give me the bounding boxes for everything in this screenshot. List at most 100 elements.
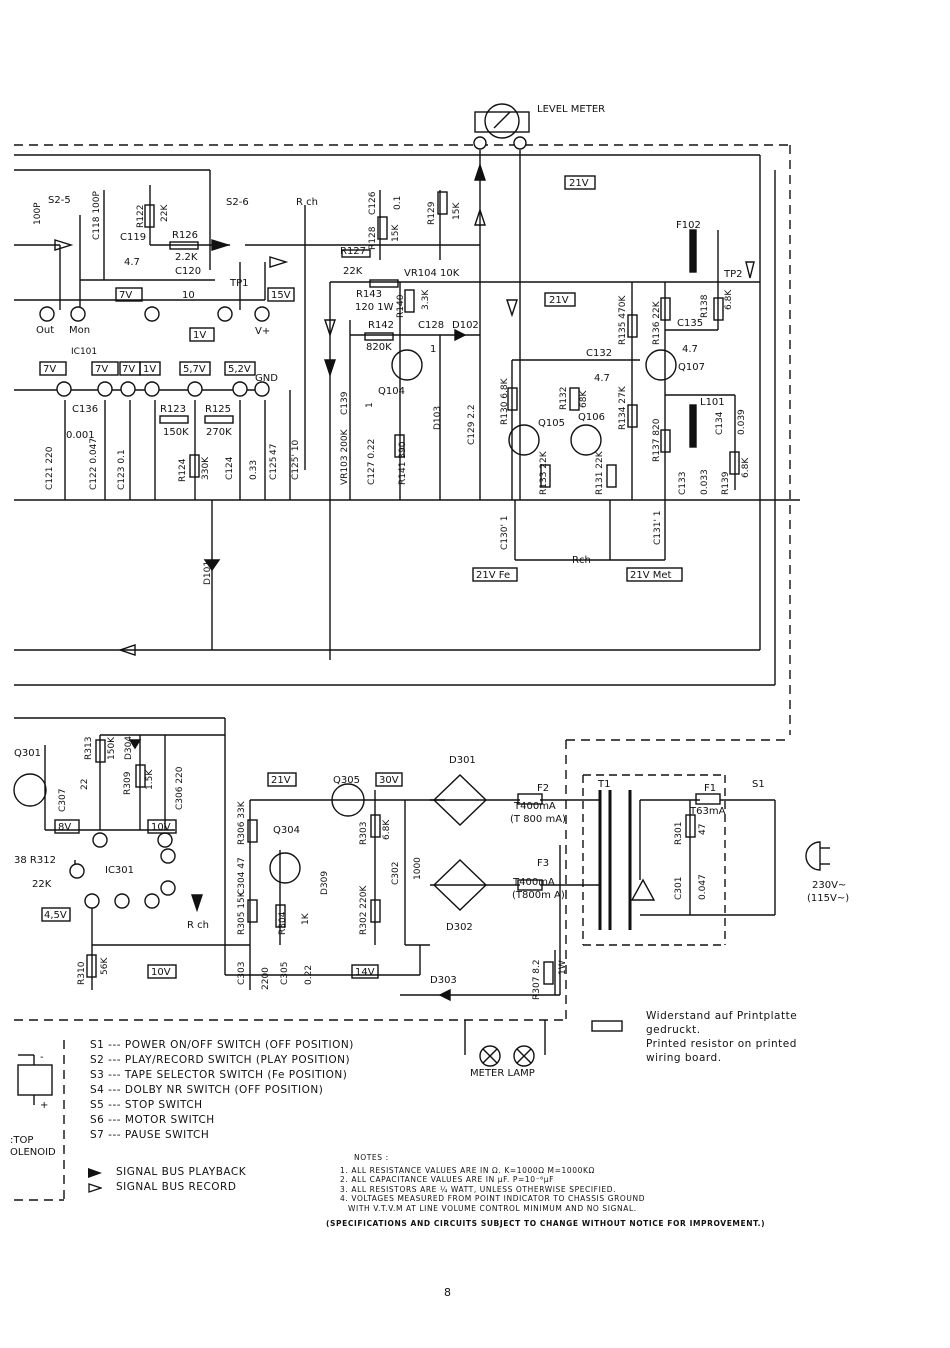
- printed-resistor-de: Widerstand auf Printplatte gedruckt.: [646, 1010, 798, 1036]
- label-meter-lamp: METER LAMP: [470, 1068, 535, 1079]
- label-q107: Q107: [678, 362, 705, 373]
- label-r137: R137 820: [652, 418, 662, 462]
- printed-resistor-legend: Widerstand auf Printplatte gedruckt. Pri…: [646, 1009, 806, 1065]
- value-r304: 1K: [301, 912, 311, 925]
- label-r130: R130 6.8K: [500, 377, 510, 425]
- label-c303: C303: [237, 962, 247, 985]
- label-r313: R313: [84, 737, 94, 760]
- label-d102: D102: [452, 320, 479, 331]
- label-d103: D103: [433, 406, 443, 430]
- label-stop: :TOP: [10, 1135, 33, 1146]
- level-meter-label: LEVEL METER: [537, 104, 605, 115]
- label-c304: C304 47: [237, 857, 247, 895]
- switch-legend-item: S7 --- PAUSE SWITCH: [90, 1129, 210, 1141]
- label-c121: C121 220: [45, 446, 55, 490]
- label-r124: R124: [178, 458, 188, 482]
- label-r142: R142: [368, 320, 394, 331]
- label-c307: C307: [58, 789, 68, 812]
- alt-f2: (T 800 mA): [510, 814, 566, 825]
- label-r135: R135 470K: [618, 295, 628, 345]
- label-r143: R143: [356, 289, 382, 300]
- bus-record-row: SIGNAL BUS RECORD: [88, 1180, 246, 1195]
- label-vplus: V+: [255, 326, 270, 337]
- label-mains-alt: (115V~): [807, 893, 849, 904]
- label-d309: D309: [320, 871, 330, 895]
- note-item: WITH V.T.V.M AT LINE VOLUME CONTROL MINI…: [348, 1203, 637, 1213]
- label-s1: S1: [752, 779, 765, 790]
- voltage-1v-a: 1V: [193, 330, 206, 341]
- label-mon: Mon: [69, 325, 90, 336]
- label-r312: 38 R312: [14, 855, 56, 866]
- label-c132: C132: [586, 348, 612, 359]
- label-tp2: TP2: [723, 269, 743, 280]
- value-c301: 0.047: [698, 874, 708, 900]
- label-c127: C127 0.22: [367, 439, 377, 485]
- switch-legend-item: S6 --- MOTOR SWITCH: [90, 1114, 215, 1126]
- label-r302: R302 220K: [359, 885, 369, 935]
- label-s2-5: S2-5: [48, 195, 71, 206]
- label-ic301: IC301: [105, 865, 134, 876]
- label-c133: C133: [678, 472, 688, 495]
- value-r310: 56K: [100, 957, 110, 975]
- label-q105: Q105: [538, 418, 565, 429]
- switch-legend-item: S5 --- STOP SWITCH: [90, 1099, 203, 1111]
- value-f2: T400mA: [513, 801, 556, 812]
- value-r301: 47: [698, 824, 708, 835]
- value-c119: 4.7: [124, 257, 140, 268]
- value-c128: 1: [430, 344, 436, 355]
- voltage-10v-b: 10V: [151, 967, 171, 978]
- label-100p: 100P: [33, 202, 43, 225]
- label-r129: R129: [427, 201, 437, 225]
- label-d301: D301: [449, 755, 476, 766]
- label-q106: Q106: [578, 412, 605, 423]
- switch-legend-item: S3 --- TAPE SELECTOR SWITCH (Fe POSITION…: [90, 1069, 348, 1081]
- label-q301: Q301: [14, 748, 41, 759]
- label-solenoid-minus: -: [40, 1052, 44, 1063]
- note-item: 1. ALL RESISTANCE VALUES ARE IN Ω. K=100…: [340, 1165, 595, 1175]
- label-r126: R126: [172, 230, 198, 241]
- value-c136: 0.001: [66, 430, 95, 441]
- label-r309: R309: [123, 771, 133, 795]
- label-f102: F102: [676, 220, 701, 231]
- value-c307: 22: [80, 779, 90, 790]
- value-c135: 4.7: [682, 344, 698, 355]
- label-vr103: VR103 200K: [340, 428, 350, 485]
- label-c305: C305: [280, 962, 290, 985]
- label-c120: C120: [175, 266, 201, 277]
- voltage-21v-mid: 21V: [549, 295, 569, 306]
- label-c125: C125: [269, 457, 279, 480]
- label-c125b: C125' 10: [291, 439, 301, 480]
- signal-bus-legend: SIGNAL BUS PLAYBACK SIGNAL BUS RECORD: [88, 1165, 246, 1195]
- label-r306: R306 33K: [237, 800, 247, 845]
- label-r305: R305 15K: [237, 890, 247, 935]
- label-c122: C122 0.047: [89, 438, 99, 490]
- value-r123: 150K: [163, 427, 189, 438]
- label-c124: C124: [225, 456, 235, 480]
- label-r133: R133 22K: [539, 450, 549, 495]
- label-q104: Q104: [378, 386, 405, 397]
- voltage-7v-a: 7V: [119, 290, 132, 301]
- label-c134: C134: [715, 411, 725, 435]
- voltage-45v: 4,5V: [44, 910, 67, 921]
- value-r129: 15K: [452, 202, 462, 220]
- label-c306: C306 220: [175, 766, 185, 810]
- open-arrow-icon: [88, 1182, 102, 1193]
- note-item: 4. VOLTAGES MEASURED FROM POINT INDICATO…: [340, 1194, 646, 1203]
- label-d304: D304: [124, 736, 134, 760]
- label-r123: R123: [160, 404, 186, 415]
- label-d101: D101: [203, 561, 213, 585]
- label-r131: R131 22K: [595, 450, 605, 495]
- voltage-1v-b: 1V: [143, 364, 156, 375]
- label-rch-low: R ch: [187, 920, 209, 931]
- printed-resistor-en: Printed resistor on printed wiring board…: [646, 1038, 797, 1064]
- label-c136: C136: [72, 404, 98, 415]
- voltage-10v-a: 10V: [151, 822, 171, 833]
- value-r143: 120 1W: [355, 302, 394, 313]
- label-tp1: TP1: [229, 278, 249, 289]
- value-r125: 270K: [206, 427, 232, 438]
- value-r128: 15K: [391, 224, 401, 242]
- alt-f3: (T800m A): [512, 890, 565, 901]
- value-c303: 2200: [261, 967, 271, 990]
- bus-playback-row: SIGNAL BUS PLAYBACK: [88, 1165, 246, 1180]
